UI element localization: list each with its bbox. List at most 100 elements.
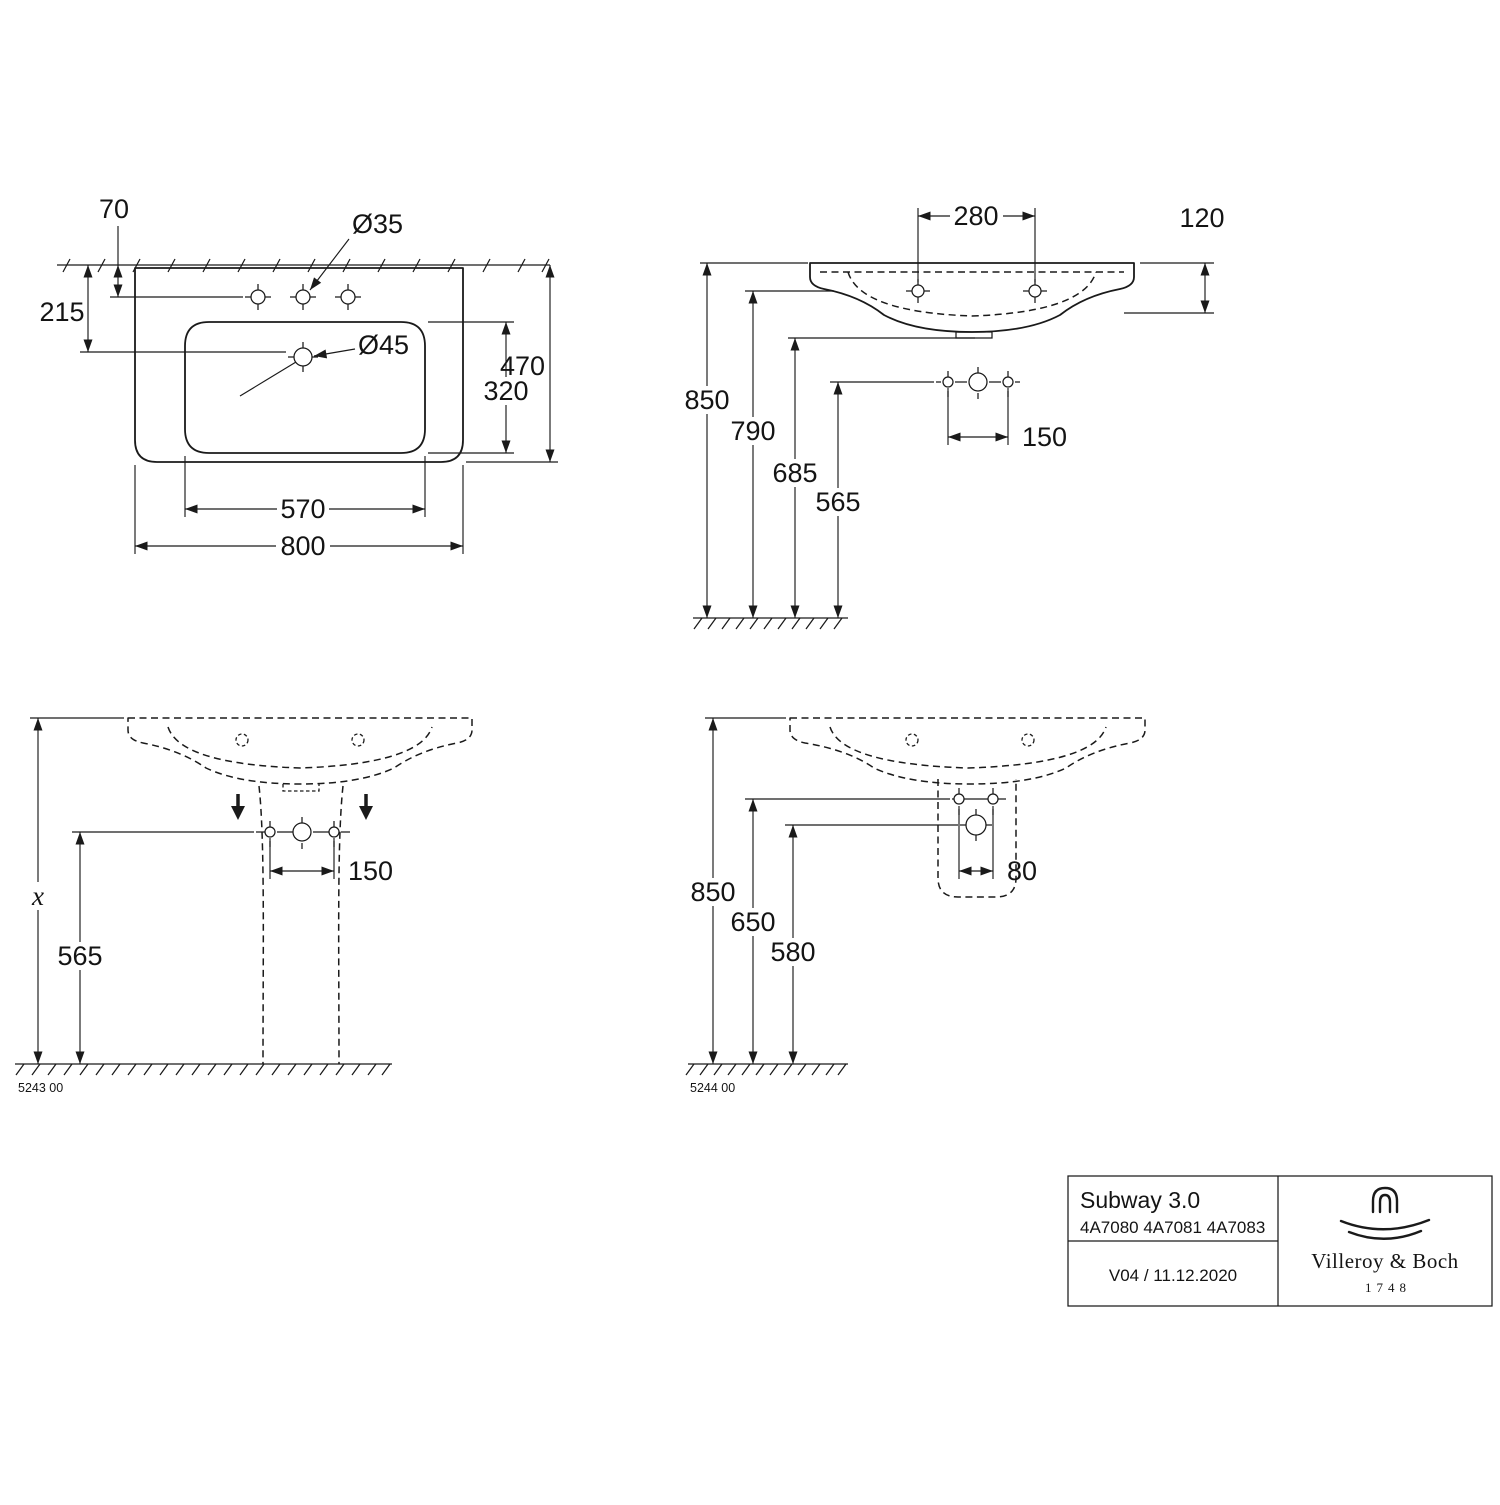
dim-drain-height: 685	[772, 337, 975, 618]
dim-depth: 470	[466, 265, 558, 463]
brand-established: 1748	[1365, 1280, 1411, 1295]
leader-extension	[239, 361, 297, 397]
dim-label: 580	[770, 937, 815, 967]
brand-mark-icon	[1339, 1186, 1431, 1240]
tap-hole-hidden	[1021, 733, 1035, 747]
floor-line	[685, 1063, 848, 1076]
dim-drain-offset: 215	[39, 265, 286, 353]
plan-view: 70 215 Ø35 Ø45 320 470	[39, 194, 558, 561]
revision-date: V04 / 11.12.2020	[1109, 1266, 1237, 1285]
wave-lower	[1347, 1229, 1423, 1240]
centerline-ticks	[906, 279, 930, 303]
dim-label: 850	[690, 877, 735, 907]
variant-code: 5243 00	[18, 1081, 63, 1095]
dim-bowl-depth: 320	[428, 321, 529, 454]
bowl-hidden-line	[829, 726, 1107, 769]
brand-name: Villeroy & Boch	[1311, 1249, 1458, 1273]
dim-supply-spacing: 150	[269, 838, 393, 886]
dim-label: 850	[684, 385, 729, 415]
dim-supply-height: 650	[730, 798, 950, 1064]
dim-label: 120	[1179, 203, 1224, 233]
centerline-ticks	[335, 284, 361, 310]
dim-label: Ø35	[352, 209, 403, 239]
dim-label: 800	[280, 531, 325, 561]
dim-label: 570	[280, 494, 325, 524]
arch-inner	[1378, 1193, 1392, 1214]
dim-label: 320	[483, 376, 528, 406]
title-block: Subway 3.0 4A7080 4A7081 4A7083 V04 / 11…	[1067, 1175, 1493, 1307]
pedestal-view: 150 x 565 5243 00	[15, 717, 473, 1095]
drain-notch	[282, 784, 320, 792]
centerline-ticks	[290, 284, 316, 310]
basin-hidden-outline	[789, 717, 1146, 785]
dim-tap-offset: 70	[99, 194, 243, 298]
dim-tap-spacing: 280	[917, 201, 1036, 282]
floor-hatch	[15, 1063, 391, 1076]
dim-bowl-width: 570	[184, 456, 426, 524]
siphon-cover-view: 80 850 650 580 5244 00	[685, 717, 1146, 1095]
dim-label: 790	[730, 416, 775, 446]
wall-hatch	[62, 258, 550, 273]
fixing-arrow-icon-right	[359, 794, 373, 820]
dim-drain-height: 580	[770, 824, 958, 1064]
floor-line	[693, 617, 848, 630]
dim-supply-spacing: 150	[947, 388, 1067, 452]
bowl-hidden-line	[167, 726, 433, 769]
dim-label: 150	[348, 856, 393, 886]
product-name: Subway 3.0	[1080, 1187, 1200, 1213]
wave-upper	[1339, 1218, 1431, 1231]
tap-hole-left	[906, 279, 930, 303]
dim-label: x	[31, 881, 44, 911]
fixing-arrow-icon-left	[231, 794, 245, 820]
dim-label: 650	[730, 907, 775, 937]
dim-tap-hole-diameter: Ø35	[309, 209, 403, 291]
front-elevation-view: 280 120 150 850	[684, 201, 1225, 630]
dim-rim-height: x	[30, 717, 124, 1064]
dim-label: 150	[1022, 422, 1067, 452]
floor-hatch	[685, 1063, 847, 1076]
dim-label: 565	[815, 487, 860, 517]
dim-label: 470	[500, 351, 545, 381]
tap-hole-right	[335, 284, 361, 310]
dim-label: 215	[39, 297, 84, 327]
centerline-ticks	[245, 284, 271, 310]
floor-line	[15, 1063, 392, 1076]
arrow-head	[359, 806, 373, 820]
villeroy-boch-logo: Villeroy & Boch 1748	[1311, 1186, 1458, 1295]
floor-hatch	[693, 617, 843, 630]
dim-underside-height: 790	[730, 290, 834, 618]
centerline-ticks	[1023, 279, 1047, 303]
supply-connections	[936, 367, 1020, 399]
bowl-hidden-line	[847, 271, 1097, 317]
variant-code: 5244 00	[690, 1081, 735, 1095]
tap-hole-center	[290, 284, 316, 310]
basin-outline	[134, 267, 464, 463]
dim-label: 80	[1007, 856, 1037, 886]
centerline-ticks	[960, 809, 992, 841]
dim-label: 280	[953, 201, 998, 231]
dim-front-edge: 120	[1124, 203, 1225, 314]
pedestal-hidden-right	[337, 785, 344, 1065]
dim-label: 565	[57, 941, 102, 971]
dim-supply-height: 565	[57, 831, 254, 1064]
tap-hole-left	[245, 284, 271, 310]
leader-line	[309, 238, 350, 291]
leader-line	[313, 348, 356, 359]
dim-supply-height: 565	[815, 381, 934, 618]
arch-outer	[1371, 1186, 1399, 1214]
tap-hole-hidden	[351, 733, 365, 747]
basin-hidden-outline	[127, 717, 473, 785]
dim-width: 800	[134, 465, 464, 561]
dim-label: 70	[99, 194, 129, 224]
article-numbers: 4A7080 4A7081 4A7083	[1080, 1218, 1265, 1237]
dim-label: Ø45	[358, 330, 409, 360]
dim-rim-height: 850	[684, 262, 808, 618]
tap-hole-hidden	[905, 733, 919, 747]
dim-supply-spacing: 80	[958, 806, 1037, 886]
tap-hole-hidden	[235, 733, 249, 747]
pedestal-hidden-left	[258, 785, 265, 1065]
dim-label: 685	[772, 458, 817, 488]
arrow-head	[231, 806, 245, 820]
